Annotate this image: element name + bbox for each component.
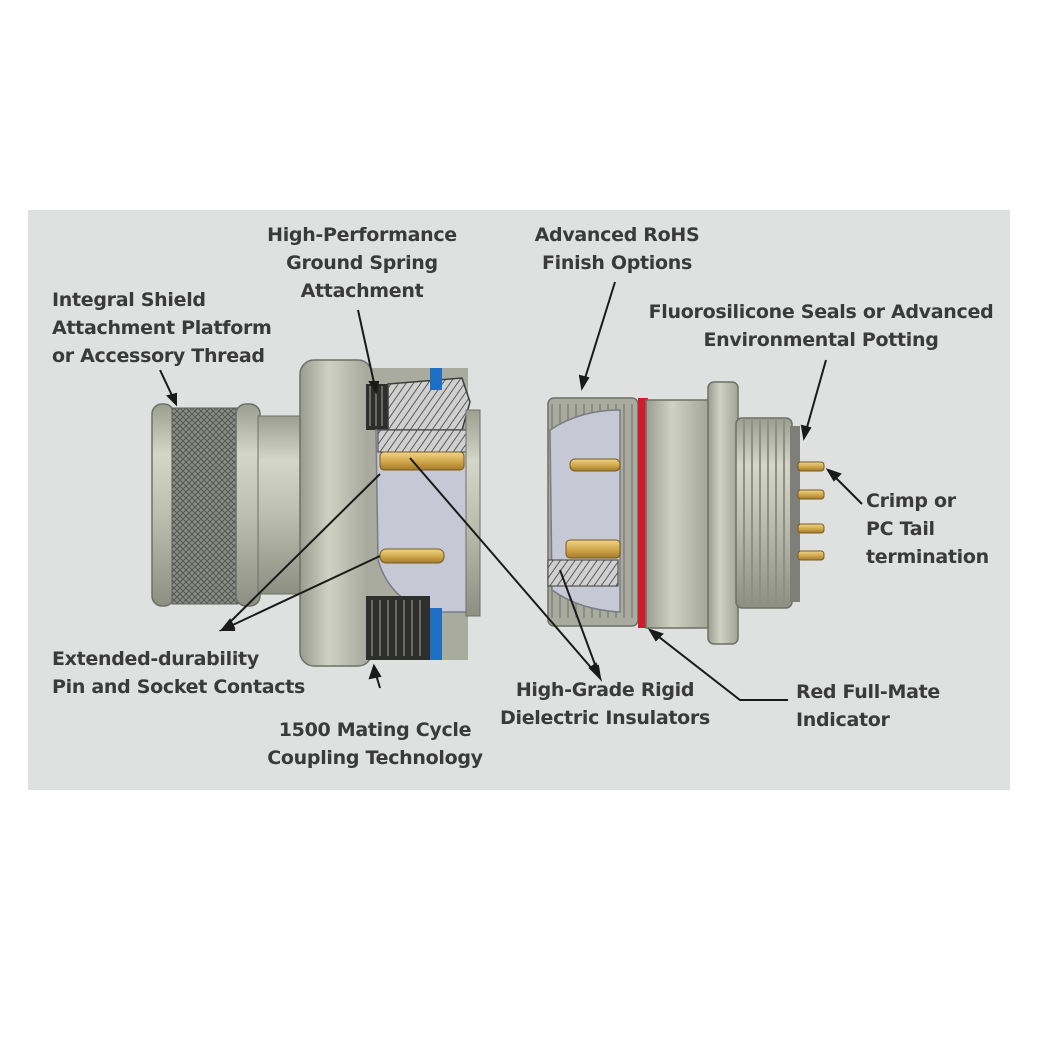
label-seals: Fluorosilicone Seals or Advanced Environ… <box>648 301 994 351</box>
label-shield: Integral Shield Attachment Platform or A… <box>52 289 272 367</box>
tail-contact <box>797 523 825 534</box>
receptacle-connector <box>547 381 825 645</box>
full-mate-indicator <box>638 398 648 628</box>
coupling-nut <box>299 359 373 667</box>
seal-top <box>430 368 442 390</box>
label-ground-spring: High-Performance Ground Spring Attachmen… <box>267 224 457 302</box>
tail-contact <box>797 489 825 500</box>
label-insulators: High-Grade Rigid Dielectric Insulators <box>500 679 710 729</box>
seal-bottom <box>430 608 442 660</box>
mounting-flange <box>707 381 739 645</box>
tail-contact <box>797 550 825 561</box>
label-rohs: Advanced RoHS Finish Options <box>534 224 700 274</box>
plug-connector <box>151 359 481 667</box>
label-coupling: 1500 Mating Cycle Coupling Technology <box>267 719 483 769</box>
knurled-band <box>171 407 239 605</box>
label-contacts: Extended-durability Pin and Socket Conta… <box>52 648 306 698</box>
socket-contact <box>379 451 465 471</box>
leader-lines <box>159 281 863 701</box>
pin-contact <box>379 548 445 564</box>
tail-contact <box>797 461 825 472</box>
accessory-ring <box>151 403 175 607</box>
label-indicator: Red Full-Mate Indicator <box>796 681 940 731</box>
label-crimp: Crimp or PC Tail termination <box>866 490 989 568</box>
